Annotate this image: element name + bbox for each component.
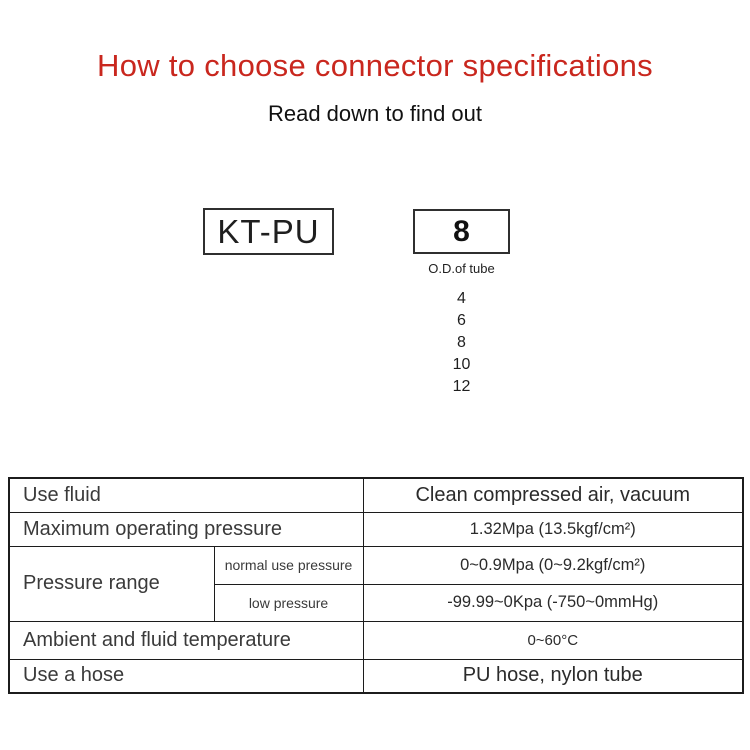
normal-pressure-label: normal use pressure (213, 545, 364, 585)
size-options-list: 4 6 8 10 12 (403, 288, 520, 398)
size-option: 12 (452, 378, 471, 395)
series-code-text: KT-PU (217, 212, 320, 250)
page-subtitle: Read down to find out (267, 101, 483, 126)
page-title: How to choose connector specifications (97, 48, 653, 83)
table-row-use-fluid: Use fluid Clean compressed air, vacuum (8, 477, 744, 513)
low-pressure-label: low pressure (213, 583, 364, 622)
size-code-text: 8 (453, 214, 470, 248)
size-option: 4 (457, 290, 466, 307)
table-row-temperature: Ambient and fluid temperature 0~60°C (8, 620, 744, 660)
hose-value: PU hose, nylon tube (362, 658, 744, 694)
temperature-value: 0~60°C (362, 620, 744, 660)
size-option: 6 (457, 312, 466, 329)
od-of-tube-label: O.D.of tube (428, 261, 495, 276)
spec-table: Use fluid Clean compressed air, vacuum M… (8, 477, 744, 694)
max-pressure-label: Maximum operating pressure (8, 511, 364, 547)
max-pressure-value: 1.32Mpa (13.5kgf/cm²) (362, 511, 744, 547)
low-pressure-value: -99.99~0Kpa (-750~0mmHg) (362, 583, 744, 622)
hose-label: Use a hose (8, 658, 364, 694)
table-row-hose: Use a hose PU hose, nylon tube (8, 658, 744, 694)
size-option: 10 (452, 356, 471, 373)
table-row-max-pressure: Maximum operating pressure 1.32Mpa (13.5… (8, 511, 744, 547)
table-row-low-pressure: low pressure -99.99~0Kpa (-750~0mmHg) (9, 583, 744, 622)
use-fluid-value: Clean compressed air, vacuum (362, 477, 744, 513)
table-row-normal-pressure: Pressure range normal use pressure 0~0.9… (8, 545, 744, 622)
series-code-box: KT-PU (203, 208, 334, 255)
size-option: 8 (457, 334, 466, 351)
pressure-range-label: Pressure range (8, 545, 215, 622)
size-code-box: 8 (413, 209, 510, 254)
normal-pressure-value: 0~0.9Mpa (0~9.2kgf/cm²) (362, 545, 744, 585)
temperature-label: Ambient and fluid temperature (8, 620, 364, 660)
use-fluid-label: Use fluid (8, 477, 364, 513)
